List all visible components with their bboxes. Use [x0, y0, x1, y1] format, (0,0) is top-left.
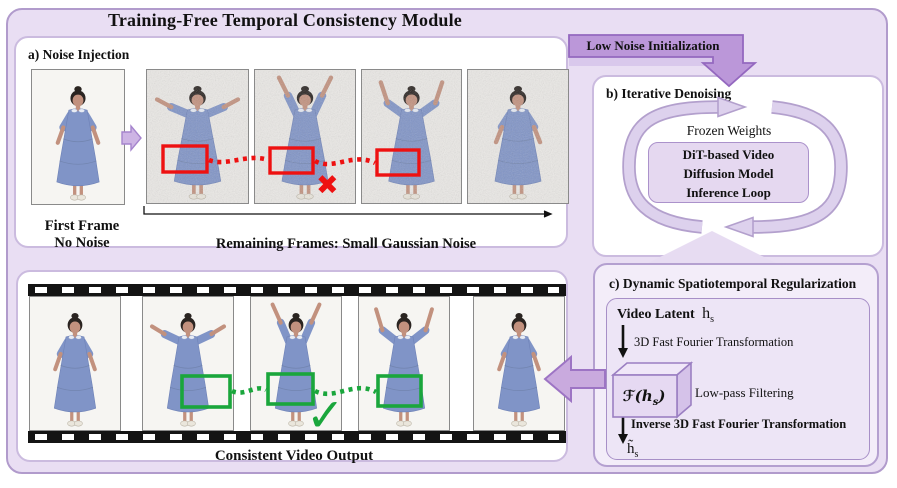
regularization-heading: c) Dynamic Spatiotemporal Regularization [609, 276, 857, 291]
noise-frame-4 [361, 69, 462, 204]
regularization-panel: c) Dynamic Spatiotemporal Regularization… [593, 263, 879, 467]
no-noise-caption: No Noise [54, 235, 110, 251]
frozen-weights-label: Frozen Weights [686, 123, 772, 138]
output-frame-2 [142, 296, 234, 431]
film-strip-bottom-bar [28, 431, 566, 443]
person-figure [497, 312, 541, 427]
latent-symbol: hs [702, 305, 715, 326]
noise-injection-heading: a) Noise Injection [28, 47, 130, 62]
regularization-inner-box: Video Latent hs ℱ(hs) [606, 298, 870, 460]
noise-overlay [468, 70, 568, 203]
first-frame-caption: First Frame [44, 218, 120, 234]
fft-label: 3D Fast Fourier Transformation [634, 335, 794, 349]
iterative-denoising-heading: b) Iterative Denoising [606, 86, 732, 101]
person-figure [147, 70, 248, 203]
noise-frame-3 [254, 69, 356, 204]
model-line-3: Inference Loop [686, 185, 771, 200]
video-latent-text: Video Latent [617, 307, 695, 322]
noise-overlay [255, 70, 355, 203]
noise-injection-panel: a) Noise Injection [14, 36, 569, 252]
model-line-2: Diffusion Model [683, 166, 774, 181]
regularization-flow-graphics [610, 325, 694, 444]
check-icon: ✓ [306, 388, 345, 442]
person-figure [468, 70, 568, 203]
iterative-denoising-panel: b) Iterative Denoising Frozen Weights Di… [592, 75, 884, 257]
person-figure [55, 86, 101, 201]
film-strip [28, 284, 566, 443]
lowpass-label: Low-pass Filtering [695, 385, 794, 400]
diagram-title: Training-Free Temporal Consistency Modul… [107, 10, 463, 30]
person-figure [362, 70, 461, 203]
output-frame-4 [358, 296, 450, 431]
noise-overlay [362, 70, 461, 203]
ifft-label: Inverse 3D Fast Fourier Transformation [631, 417, 847, 431]
output-frame-5 [473, 296, 565, 431]
noise-frame-5 [467, 69, 569, 204]
person-figure [150, 312, 226, 427]
remaining-frames-caption: Remaining Frames: Small Gaussian Noise [215, 236, 477, 252]
fourier-symbol-label: ℱ(hs) [622, 387, 666, 408]
film-strip-top-bar [28, 284, 566, 296]
filtered-latent-label: h̃s [627, 441, 639, 460]
film-strip-frames [28, 296, 566, 431]
cross-icon: ✖ [316, 170, 339, 201]
down-arrow-icon [618, 325, 628, 358]
sprocket-holes-top [35, 287, 559, 293]
noise-overlay [147, 70, 248, 203]
output-caption: Consistent Video Output [214, 448, 374, 464]
diffusion-model-box: DiT-based Video Diffusion Model Inferenc… [648, 142, 809, 203]
output-frame-1 [29, 296, 121, 431]
low-noise-init-label: Low Noise Initialization [586, 38, 720, 53]
sprocket-holes-bottom [35, 434, 559, 440]
noise-frame-2 [146, 69, 249, 204]
fourier-cube-icon [610, 361, 694, 419]
model-line-1: DiT-based Video [682, 147, 775, 162]
person-figure [53, 312, 97, 427]
person-figure [255, 70, 355, 203]
video-latent-label: Video Latent hs [617, 305, 714, 325]
person-figure [374, 307, 434, 427]
noise-frame-1 [31, 69, 125, 205]
